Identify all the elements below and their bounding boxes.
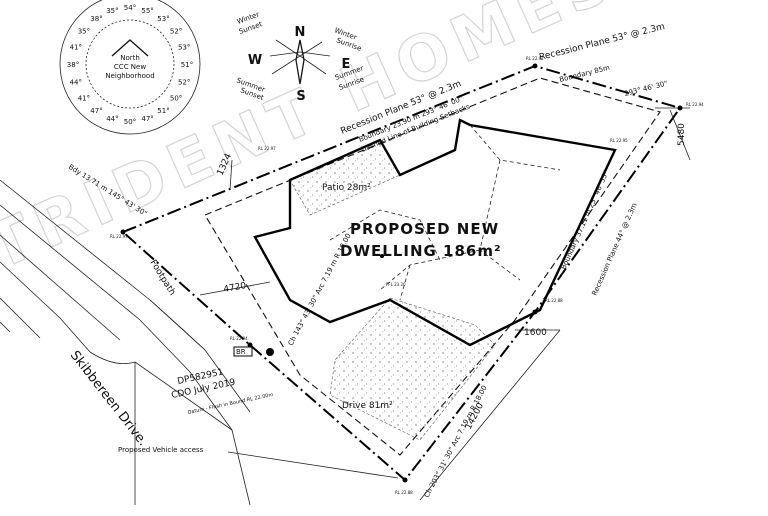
dial-angle-label: 38° bbox=[90, 15, 102, 23]
bearing-top-right: 293° 46' 30" bbox=[624, 79, 669, 97]
dial-center-line-3: Neighborhood bbox=[105, 72, 154, 80]
compass-n: N bbox=[295, 25, 306, 40]
dial-angle-label: 55° bbox=[141, 7, 153, 15]
vehicle-access-label: Proposed Vehicle access bbox=[118, 446, 204, 454]
patio-area bbox=[289, 139, 401, 216]
dial-angle-label: 35° bbox=[78, 28, 90, 36]
dial-angle-label: 53° bbox=[157, 15, 169, 23]
watermark-text: TRIDENT HOMES bbox=[0, 0, 627, 284]
drive-label: Drive 81m² bbox=[342, 401, 393, 411]
neighbour-lot bbox=[134, 361, 251, 506]
dial-angle-label: 41° bbox=[78, 95, 90, 103]
rl-note: Datum - Flush in Bound RL 22.00m bbox=[187, 392, 274, 416]
boundary-top-right: Boundary 85m bbox=[559, 64, 611, 84]
dial-angle-label: 50° bbox=[124, 118, 136, 126]
spot-level: RL 22.94 bbox=[686, 102, 704, 107]
spot-level: RL 22.88 bbox=[395, 490, 413, 495]
dial-angle-label: 44° bbox=[70, 79, 82, 87]
dim-1600: 1600 bbox=[524, 328, 547, 338]
sun-angle-dial: North CCC New Neighborhood 54°55°53°52°5… bbox=[59, 0, 201, 135]
street-lines bbox=[0, 179, 251, 431]
spot-level: RL 22.97 bbox=[258, 146, 276, 151]
dial-center-line-2: CCC New bbox=[114, 63, 146, 71]
boundary-right: Boundary 37.11 m 23° 46' 55" bbox=[560, 170, 611, 271]
dial-angle-label: 35° bbox=[106, 7, 118, 15]
dial-angle-label: 54° bbox=[124, 4, 136, 12]
dial-angle-label: 52° bbox=[178, 79, 190, 87]
dwelling-label-2: DWELLING 186m² bbox=[340, 242, 502, 260]
compass-s: S bbox=[296, 89, 305, 104]
vehicle-access-leader bbox=[227, 451, 399, 479]
setback-line bbox=[204, 77, 661, 456]
survey-marks bbox=[120, 63, 683, 483]
dial-angle-label: 50° bbox=[170, 95, 182, 103]
dial-angle-label: 51° bbox=[157, 107, 169, 115]
dial-angle-label: 47° bbox=[141, 115, 153, 123]
dimension-lines bbox=[199, 107, 691, 501]
drive-area bbox=[329, 297, 496, 441]
compass-e: E bbox=[342, 57, 351, 72]
dial-angle-label: 44° bbox=[106, 115, 118, 123]
spot-level: RL 22.88 bbox=[545, 298, 563, 303]
spot-level: RL 22.95 bbox=[610, 138, 628, 143]
dial-angle-label: 47° bbox=[90, 107, 102, 115]
dial-angle-label: 53° bbox=[178, 43, 190, 51]
spot-level: RL 22.97 bbox=[110, 234, 128, 239]
dim-5480: 5480 bbox=[677, 123, 687, 146]
recession-right: Recession Plane 44° @ 2.3m bbox=[591, 202, 639, 297]
roof-lines bbox=[329, 124, 561, 301]
dwelling-label-1: PROPOSED NEW bbox=[350, 220, 499, 238]
dial-angle-label: 38° bbox=[67, 61, 79, 69]
dial-angle-label: 41° bbox=[70, 43, 82, 51]
spot-level: FFL 23.20 bbox=[386, 282, 406, 287]
street-label: Skibbereen Drive. bbox=[67, 348, 150, 449]
spot-levels: RL 22.97 RL 22.91 RL 22.94 RL 22.88 RL 2… bbox=[110, 56, 704, 495]
footpath-label: Footpath bbox=[147, 258, 177, 297]
dial-angle-label: 51° bbox=[181, 61, 193, 69]
spot-level: RL 22.94 bbox=[230, 336, 248, 341]
spot-level: RL 22.91 bbox=[526, 56, 544, 61]
dial-center-line-1: North bbox=[120, 54, 140, 62]
arc-left: Ch 143° 43' 30" Arc 7.19 m R 18.00 bbox=[287, 232, 353, 347]
patio-label: Patio 28m² bbox=[322, 183, 371, 193]
compass-rose: N S E W Winter Sunset Winter Sunrise Sum… bbox=[235, 10, 365, 104]
dim-4720: 4720 bbox=[223, 281, 248, 295]
dwelling-outline bbox=[253, 118, 617, 347]
compass-w: W bbox=[248, 53, 262, 68]
dial-angle-label: 52° bbox=[170, 28, 182, 36]
br-label: BR bbox=[236, 348, 246, 356]
